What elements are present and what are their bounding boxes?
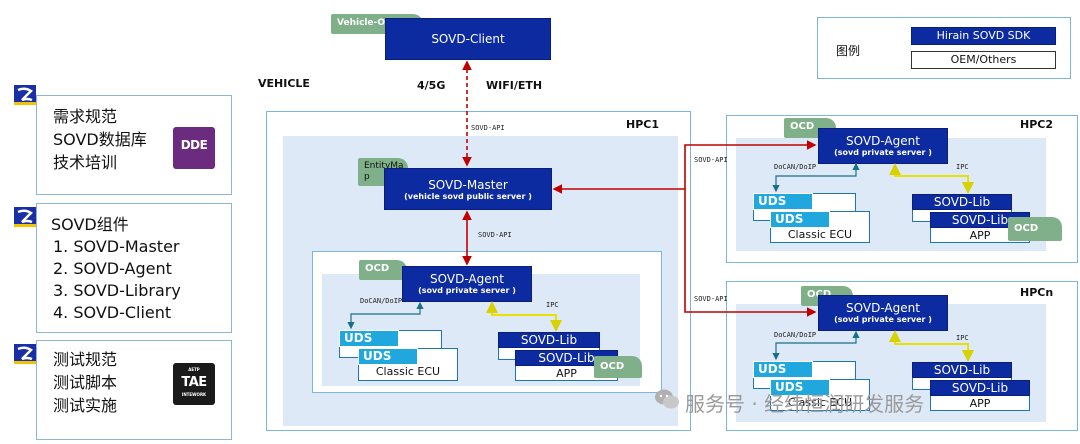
watermark-text: 服务号 · 经纬恒润研发服务	[685, 392, 925, 416]
panel2-line2: 1. SOVD-Master	[53, 237, 180, 256]
hpc2-agent-label: SOVD-Agent	[846, 134, 920, 148]
hpcn-lib-2-label: SOVD-Lib	[951, 381, 1009, 395]
hpc1-lib-1: SOVD-Lib	[498, 332, 600, 348]
company-logo-icon	[14, 207, 36, 227]
entitymap-tag-text: EntityMa p	[364, 161, 404, 182]
hpc2-app-label: APP	[969, 229, 991, 242]
panel-components: SOVD组件 1. SOVD-Master 2. SOVD-Agent 3. S…	[36, 203, 232, 333]
tae-badge-bottom: INTEWORK	[181, 392, 207, 397]
hpcn-proto-right: IPC	[956, 334, 969, 342]
link-4g-label: 4/5G	[417, 79, 446, 92]
hpc2-api-label: SOVD-API	[694, 156, 728, 164]
panel1-line2: SOVD数据库	[53, 130, 147, 149]
hpc2-app-ocd-tag: OCD	[1008, 217, 1062, 241]
hpcn-uds-2: UDS	[770, 379, 830, 396]
sovd-master-box: SOVD-Master (vehicle sovd public server …	[384, 168, 552, 210]
panel2-line5: 4. SOVD-Client	[53, 303, 172, 322]
hpc2-lib-2: SOVD-Lib	[930, 212, 1030, 228]
legend-sdk-swatch: Hirain SOVD SDK	[911, 27, 1056, 45]
hpc2-lib-1: SOVD-Lib	[912, 194, 1012, 210]
panel3-line3: 测试实施	[53, 396, 118, 415]
hpc1-api-top: SOVD-API	[471, 124, 505, 132]
company-logo-icon	[14, 344, 36, 364]
panel3-line1: 测试规范	[53, 350, 118, 369]
hpc1-title: HPC1	[626, 118, 659, 131]
link-wifi-label: WIFI/ETH	[486, 79, 543, 92]
tae-badge: AETP TAE INTEWORK	[173, 363, 215, 405]
hpc2-uds-1: UDS	[753, 193, 813, 210]
hpcn-agent-label: SOVD-Agent	[846, 301, 920, 315]
hpc2-lib-2-label: SOVD-Lib	[951, 213, 1009, 227]
hpc1-app-label: APP	[556, 367, 577, 380]
hpc2-lib-1-label: SOVD-Lib	[933, 195, 991, 209]
hpc1-agent-sub: (sovd private server )	[418, 286, 516, 295]
sovd-master-sub: (vehicle sovd public server )	[404, 192, 532, 201]
hpcn-lib-1: SOVD-Lib	[912, 362, 1012, 378]
hpc2-uds-2: UDS	[770, 211, 830, 228]
legend: 图例 Hirain SOVD SDK OEM/Others	[817, 17, 1071, 79]
tae-badge-top: AETP	[188, 367, 200, 372]
hpc1-lib-2: SOVD-Lib	[515, 350, 618, 366]
hpcn-lib-2: SOVD-Lib	[930, 380, 1030, 396]
hpc1-lib-1-label: SOVD-Lib	[520, 333, 578, 347]
hpc1-lib-2-label: SOVD-Lib	[538, 351, 595, 365]
hpc2-proto-right: IPC	[956, 163, 969, 171]
legend-oem-swatch: OEM/Others	[911, 51, 1056, 69]
hpc1-ecu-label: Classic ECU	[375, 365, 441, 378]
hpcn-ecu-label: Classic ECU	[787, 396, 853, 409]
hpcn-uds-1: UDS	[753, 361, 813, 378]
hpc2-title: HPC2	[1020, 118, 1053, 131]
hpc1-api-mid: SOVD-API	[478, 231, 512, 239]
hpcn-api-label: SOVD-API	[694, 295, 728, 303]
panel-requirements: 需求规范 SOVD数据库 技术培训 DDE	[36, 95, 232, 195]
panel2-line3: 2. SOVD-Agent	[53, 259, 172, 278]
panel1-line1: 需求规范	[53, 107, 118, 126]
company-logo-icon	[14, 85, 36, 105]
panel2-line1: SOVD组件	[51, 215, 129, 234]
hpcn-proto-left: DoCAN/DoIP	[774, 331, 817, 339]
legend-title: 图例	[836, 44, 861, 58]
sovd-client-label: SOVD-Client	[431, 32, 505, 46]
hpc1-uds-2: UDS	[358, 348, 418, 365]
hpc2-sovd-agent-box: SOVD-Agent (sovd private server )	[818, 128, 948, 164]
panel2-line4: 3. SOVD-Library	[53, 281, 181, 300]
hpc2-agent-sub: (sovd private server )	[834, 148, 932, 157]
hpc1-proto-left: DoCAN/DoIP	[360, 297, 403, 305]
dde-badge-text: DDE	[180, 138, 208, 152]
hpc1-app-ocd-tag: OCD	[594, 356, 642, 378]
hpcn-lib-1-label: SOVD-Lib	[933, 363, 991, 377]
panel1-line3: 技术培训	[53, 153, 118, 172]
hpc1-sovd-agent-box: SOVD-Agent (sovd private server )	[402, 266, 532, 302]
hpc1-uds-1: UDS	[339, 330, 399, 347]
panel3-line2: 测试脚本	[53, 373, 118, 392]
hpcn-sovd-agent-box: SOVD-Agent (sovd private server )	[818, 295, 948, 331]
hpc1-agent-label: SOVD-Agent	[430, 272, 504, 286]
hpc2-ecu-label: Classic ECU	[787, 228, 853, 241]
tae-badge-text: TAE	[181, 375, 207, 390]
panel-testing: 测试规范 测试脚本 测试实施 AETP TAE INTEWORK	[36, 340, 232, 440]
hpc2-proto-left: DoCAN/DoIP	[774, 163, 817, 171]
hpc1-agent-ocd-tag: OCD	[359, 260, 407, 280]
hpcn-title: HPCn	[1020, 286, 1054, 299]
vehicle-label: VEHICLE	[258, 77, 310, 90]
sovd-client-box: SOVD-Client	[385, 18, 551, 60]
sovd-master-label: SOVD-Master	[428, 178, 508, 192]
hpcn-app-label: APP	[969, 397, 991, 410]
dde-badge: DDE	[173, 127, 215, 169]
hpcn-agent-sub: (sovd private server )	[834, 315, 932, 324]
hpc1-proto-right: IPC	[546, 301, 559, 309]
wechat-icon	[655, 389, 679, 409]
